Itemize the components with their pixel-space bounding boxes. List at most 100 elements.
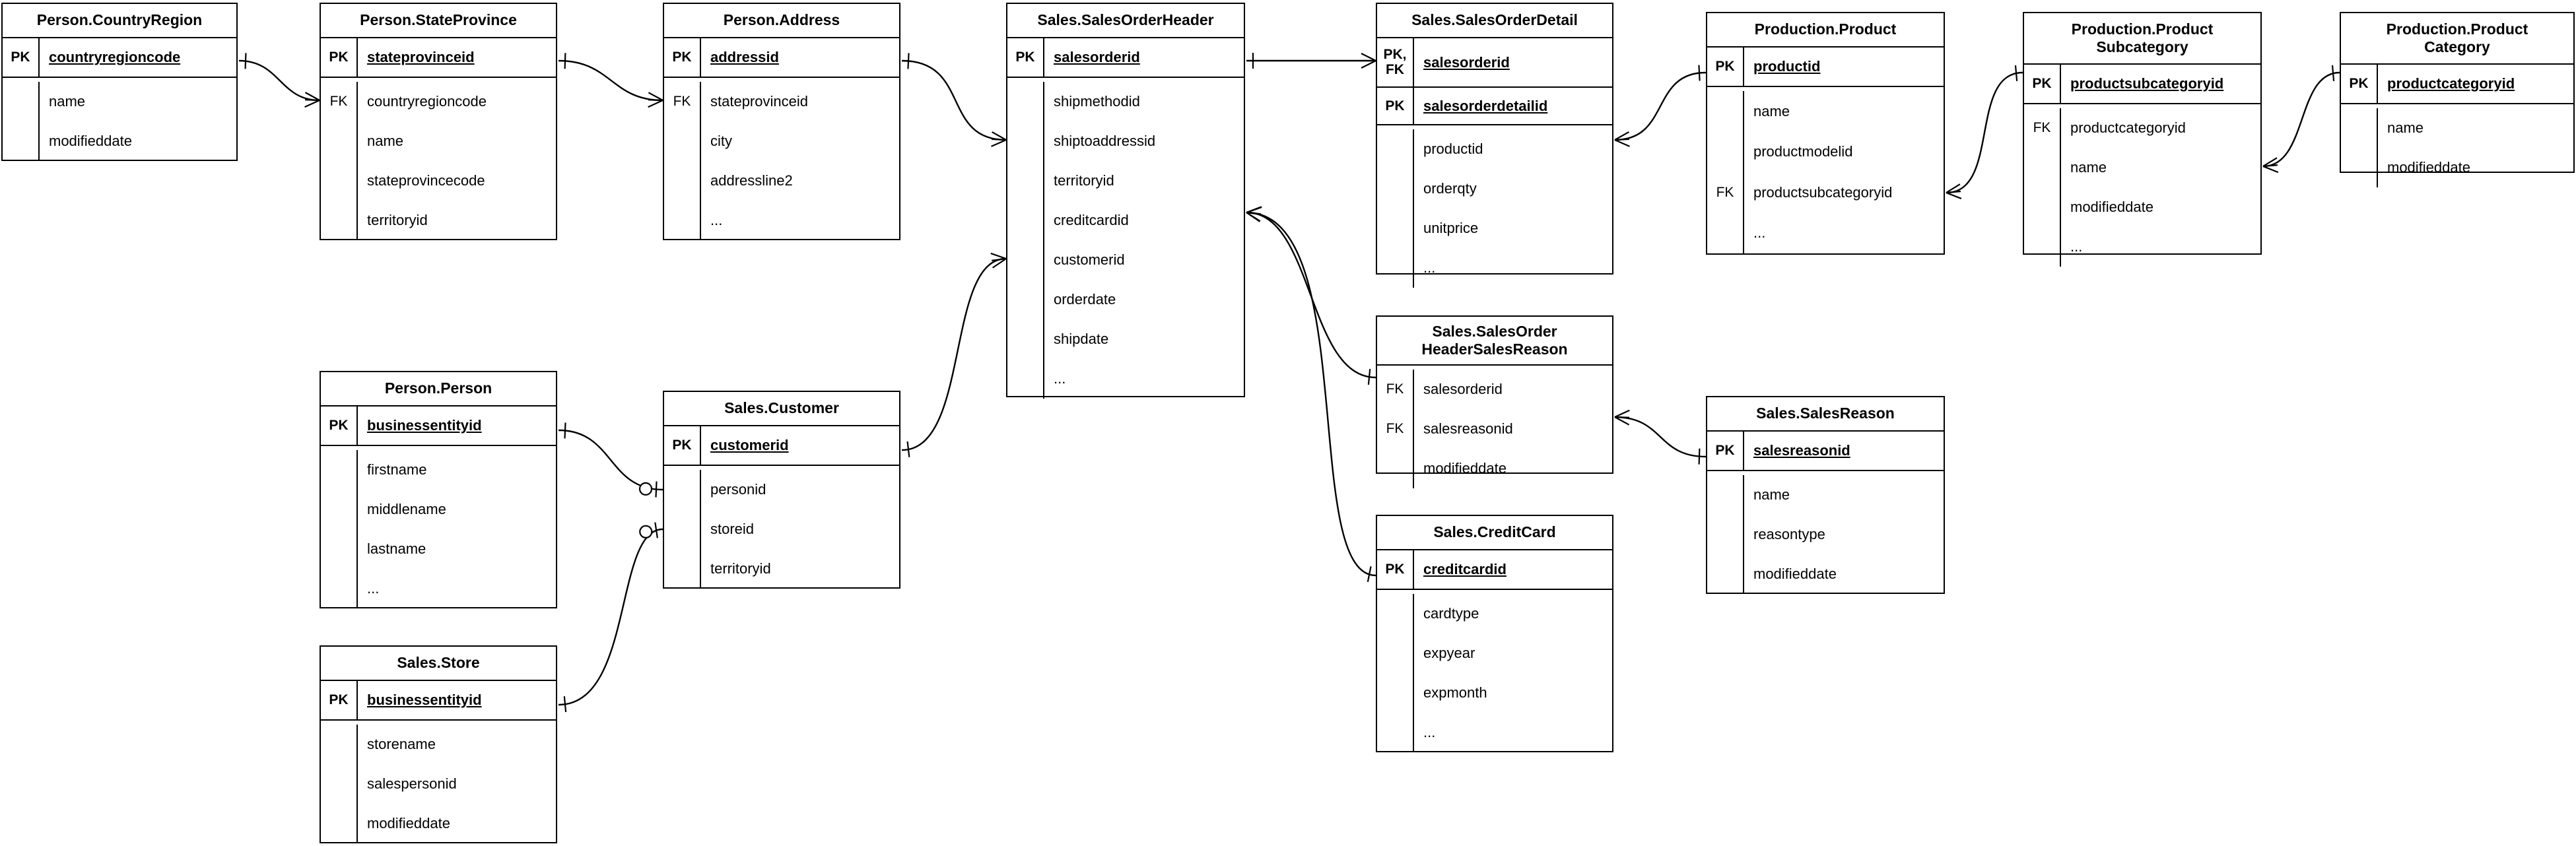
field-row[interactable]: salespersonid — [321, 764, 556, 804]
field-row[interactable]: name — [2341, 108, 2573, 148]
field-name: productsubcategoryid — [1753, 183, 1893, 201]
field-row[interactable]: territoryid — [321, 201, 556, 240]
field-row[interactable]: addressline2 — [664, 161, 899, 201]
field-row[interactable]: personid — [664, 470, 899, 509]
field-row[interactable]: orderdate — [1007, 280, 1244, 319]
field-row[interactable]: expyear — [1377, 634, 1612, 673]
field-row[interactable]: modifieddate — [3, 121, 236, 161]
field-row[interactable]: cardtype — [1377, 594, 1612, 634]
field-row[interactable]: city — [664, 121, 899, 161]
field-row[interactable]: shiptoaddressid — [1007, 121, 1244, 161]
field-row[interactable]: storeid — [664, 509, 899, 549]
key-marker — [1007, 319, 1044, 359]
entity-title: Person.Address — [664, 4, 899, 38]
field-name: ... — [1423, 724, 1436, 740]
key-marker — [1377, 634, 1414, 673]
field-row[interactable]: productid — [1377, 129, 1612, 169]
field-row[interactable]: ... — [1377, 713, 1612, 752]
field-name: orderdate — [1054, 291, 1116, 308]
field-name: customerid — [710, 437, 789, 453]
field-row[interactable]: name — [1707, 91, 1944, 132]
field-row[interactable]: ... — [664, 201, 899, 240]
field-row[interactable]: shipdate — [1007, 319, 1244, 359]
field-row[interactable]: lastname — [321, 529, 556, 569]
field-row[interactable]: reasontype — [1707, 515, 1944, 554]
field-name: creditcardid — [1423, 561, 1507, 577]
field-row[interactable]: territoryid — [664, 549, 899, 589]
field-row[interactable]: name — [1707, 475, 1944, 515]
field-row[interactable]: name — [2024, 148, 2260, 187]
key-marker — [1377, 248, 1414, 288]
field-row[interactable]: ... — [2024, 227, 2260, 267]
field-row[interactable]: ... — [321, 569, 556, 608]
field-row[interactable]: customerid — [1007, 240, 1244, 280]
field-row[interactable]: storename — [321, 725, 556, 764]
key-marker — [1707, 131, 1744, 172]
field-row[interactable]: territoryid — [1007, 161, 1244, 201]
field-name: modifieddate — [1423, 460, 1507, 476]
field-row[interactable]: middlename — [321, 490, 556, 529]
field-row[interactable]: modifieddate — [1707, 554, 1944, 594]
field-row[interactable]: ... — [1377, 248, 1612, 288]
entity-title: Person.Person — [321, 372, 556, 407]
key-marker: PK — [321, 38, 358, 77]
key-marker — [321, 450, 358, 490]
field-row[interactable]: name — [321, 121, 556, 161]
field-row[interactable]: orderqty — [1377, 169, 1612, 209]
key-marker: PK — [1707, 48, 1744, 86]
field-row[interactable]: expmonth — [1377, 673, 1612, 713]
field-name: expmonth — [1423, 684, 1487, 701]
field-row[interactable]: unitprice — [1377, 209, 1612, 248]
field-row[interactable]: name — [3, 82, 236, 121]
field-row[interactable]: modifieddate — [321, 804, 556, 843]
field-name: cardtype — [1423, 605, 1479, 622]
field-row[interactable]: modifieddate — [2341, 148, 2573, 187]
field-name: name — [1753, 102, 1790, 119]
field-row[interactable]: productmodelid — [1707, 131, 1944, 172]
field-row[interactable]: ... — [1007, 359, 1244, 399]
field-row[interactable]: shipmethodid — [1007, 82, 1244, 121]
field-row[interactable]: stateprovincecode — [321, 161, 556, 201]
field-row[interactable]: creditcardid — [1007, 201, 1244, 240]
key-marker — [664, 161, 701, 201]
field-row[interactable]: firstname — [321, 450, 556, 490]
field-row[interactable]: modifieddate — [1377, 449, 1612, 488]
field-name: modifieddate — [2387, 159, 2470, 176]
field-row[interactable]: ... — [1707, 212, 1944, 253]
field-row[interactable]: modifieddate — [2024, 187, 2260, 227]
